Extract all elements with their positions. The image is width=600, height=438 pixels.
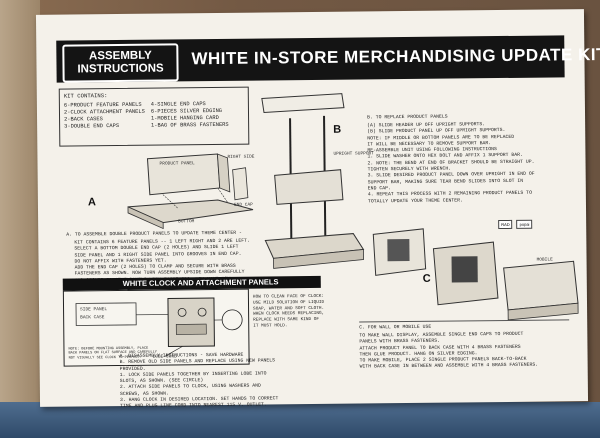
section-c-heading: C. FOR WALL OR MOBILE USE [359, 324, 432, 331]
clock-cleaning-note: HOW TO CLEAN FACE OF CLOCK: USE MILD SOL… [252, 293, 325, 329]
section-c-body: TO MAKE WALL DISPLAY, ASSEMBLE SINGLE EN… [359, 331, 539, 370]
label-side-panel: SIDE PANEL [80, 307, 108, 313]
figure-b-drawing [261, 93, 365, 269]
assembly-line2: INSTRUCTIONS [77, 62, 164, 76]
section-b-heading: B. TO REPLACE PRODUCT PANELS [367, 114, 448, 121]
assembly-line1: ASSEMBLY [88, 49, 152, 63]
section-a-heading: A. TO ASSEMBLE DOUBLE PRODUCT PANELS TO … [66, 230, 242, 238]
kit-column-1: 6-PRODUCT FEATURE PANELS 2-CLOCK ATTACHM… [64, 102, 145, 131]
clock-diagram-box: SIDE PANEL BACK CASE LOBE CORD NOTE: BEF… [62, 288, 250, 367]
figure-c-drawing [372, 228, 579, 321]
assembly-instructions-badge: ASSEMBLY INSTRUCTIONS [62, 43, 179, 83]
figure-a-drawing [127, 153, 254, 230]
instruction-sheet: ASSEMBLY INSTRUCTIONS WHITE IN-STORE MER… [35, 9, 600, 409]
kit-column-2: 4-SINGLE END CAPS 6-PIECES SILVER EDGING… [151, 101, 229, 130]
kit-contents-box: KIT CONTAINS: 6-PRODUCT FEATURE PANELS 2… [58, 86, 250, 147]
figure-letter-b: B [333, 123, 342, 136]
sheet-title: WHITE IN-STORE MERCHANDISING UPDATE KIT [191, 44, 600, 69]
kit-item: 1-BAG OF BRASS FASTENERS [150, 121, 229, 129]
label-right-side: RIGHT SIDE [227, 154, 255, 160]
figure-letter-c: C [422, 272, 431, 285]
kit-item: 3-DOUBLE END CAPS [64, 123, 120, 130]
label-back-case: BACK CASE [80, 315, 105, 321]
label-end-cap: END CAP [233, 202, 253, 208]
label-mobile: MOBILE [536, 257, 553, 263]
section-b-body: (A) SLIDE HEADER UP OFF UPRIGHT SUPPORTS… [367, 122, 535, 204]
cardboard-edge [0, 0, 40, 438]
kit-title: KIT CONTAINS: [63, 92, 108, 100]
figure-letter-a: A [87, 196, 96, 209]
clock-attachment-drawing [75, 297, 243, 357]
label-bottom: BOTTOM [178, 219, 195, 225]
clock-steps: A. DISASSEMBLY INSTRUCTIONS - SAVE HARDW… [119, 352, 279, 410]
label-product-panel: PRODUCT PANEL [159, 161, 195, 167]
blue-floor [0, 402, 600, 438]
sheet-header: ASSEMBLY INSTRUCTIONS WHITE IN-STORE MER… [56, 35, 600, 83]
kit-item: 2-CLOCK ATTACHMENT PANELS [63, 108, 145, 116]
